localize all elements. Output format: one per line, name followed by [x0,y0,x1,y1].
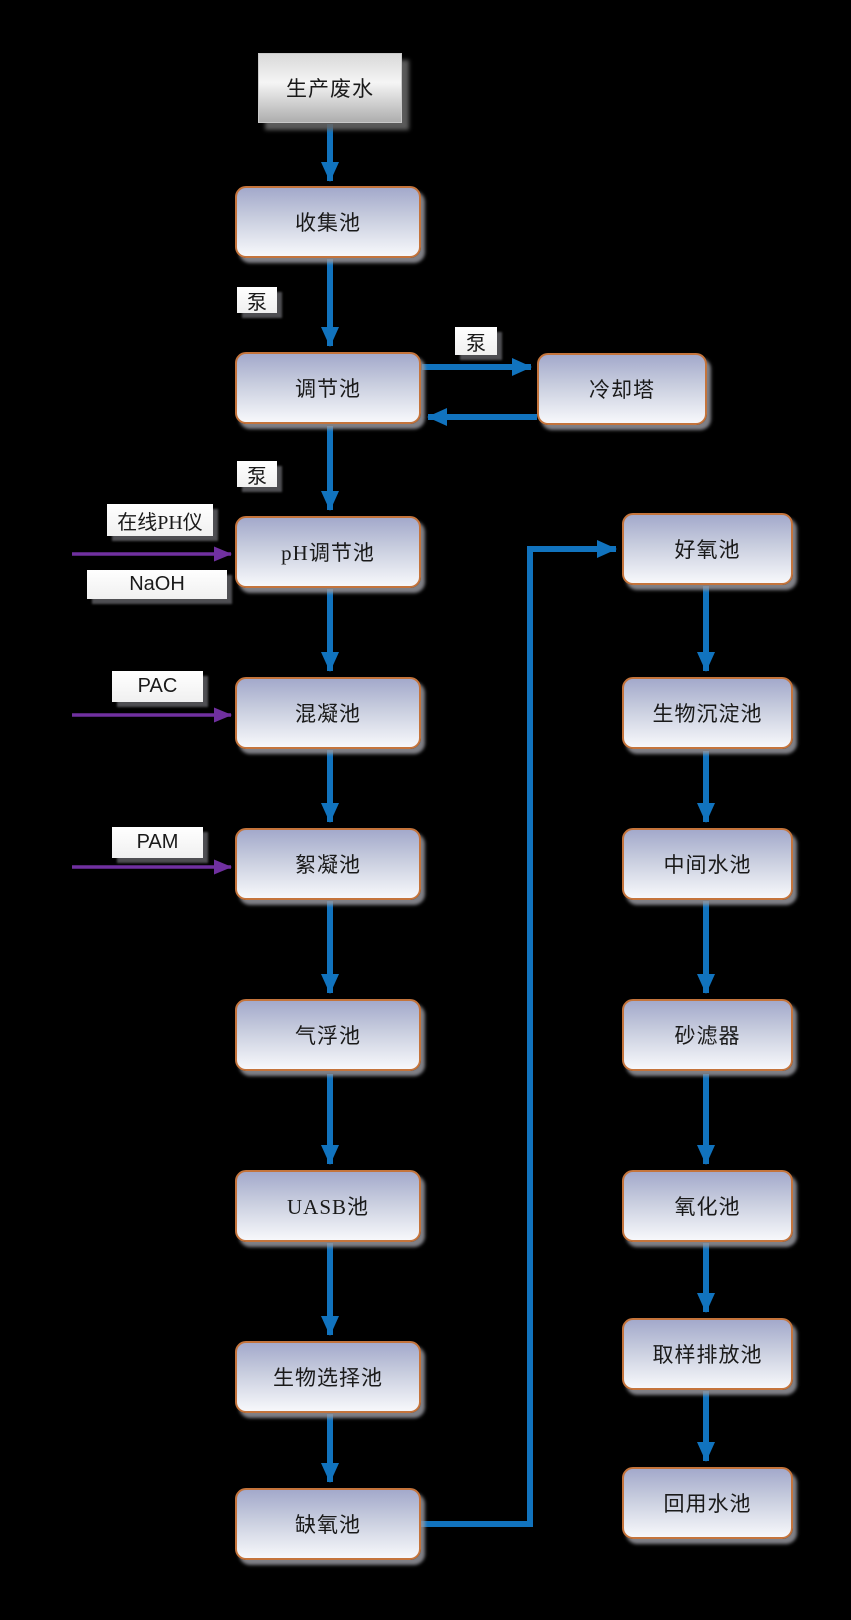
node-flocculation-tank: 絮凝池 [235,828,421,900]
arrow-anoxic-to-aerobic [421,540,617,1527]
node-label: pH调节池 [281,541,375,565]
pam-label: PAM [112,827,203,858]
node-label: 生物沉淀池 [652,702,763,726]
node-intermediate-water-tank: 中间水池 [622,828,793,900]
node-sand-filter: 砂滤器 [622,999,793,1071]
pam-text: PAM [136,831,179,853]
pump-label-2: 泵 [455,327,497,355]
node-label: 气浮池 [295,1024,361,1048]
node-label: 收集池 [295,211,361,235]
node-production-wastewater: 生产废水 [258,53,402,123]
pump-label-text: 泵 [247,465,267,488]
node-uasb-tank: UASB池 [235,1170,421,1242]
node-cooling-tower: 冷却塔 [537,353,707,425]
node-ph-adjust-tank: pH调节池 [235,516,421,588]
node-label: 冷却塔 [589,378,655,402]
node-label: 好氧池 [674,538,741,562]
node-air-flotation-tank: 气浮池 [235,999,421,1071]
node-label: 生产废水 [286,77,374,101]
naoh-label: NaOH [87,570,227,599]
node-label: 取样排放池 [652,1343,763,1367]
node-label: 调节池 [295,377,361,401]
node-anoxic-tank: 缺氧池 [235,1488,421,1560]
node-label: 回用水池 [663,1492,752,1516]
node-oxidation-tank: 氧化池 [622,1170,793,1242]
pac-text: PAC [137,675,178,697]
naoh-text: NaOH [129,573,185,595]
node-sampling-discharge-tank: 取样排放池 [622,1318,793,1390]
node-regulation-tank: 调节池 [235,352,421,424]
pump-label-1: 泵 [237,287,277,314]
node-label: 氧化池 [674,1195,741,1219]
node-label: 中间水池 [663,853,752,877]
node-label: 砂滤器 [674,1024,741,1048]
node-bio-sedimentation-tank: 生物沉淀池 [622,677,793,749]
node-collection-tank: 收集池 [235,186,421,258]
pump-label-text: 泵 [466,332,486,355]
pump-label-3: 泵 [237,461,277,488]
node-label: 缺氧池 [295,1513,361,1537]
node-reuse-water-tank: 回用水池 [622,1467,793,1539]
node-label: UASB池 [286,1195,370,1219]
node-aerobic-tank: 好氧池 [622,513,793,585]
node-coagulation-tank: 混凝池 [235,677,421,749]
pump-label-text: 泵 [247,291,267,314]
online-ph-meter-text: 在线PH仪 [117,511,203,534]
pac-label: PAC [112,671,203,702]
online-ph-meter-label: 在线PH仪 [107,504,213,536]
node-label: 混凝池 [295,702,361,726]
node-label: 生物选择池 [273,1366,383,1390]
node-bio-selection-tank: 生物选择池 [235,1341,421,1413]
node-label: 絮凝池 [295,853,361,877]
